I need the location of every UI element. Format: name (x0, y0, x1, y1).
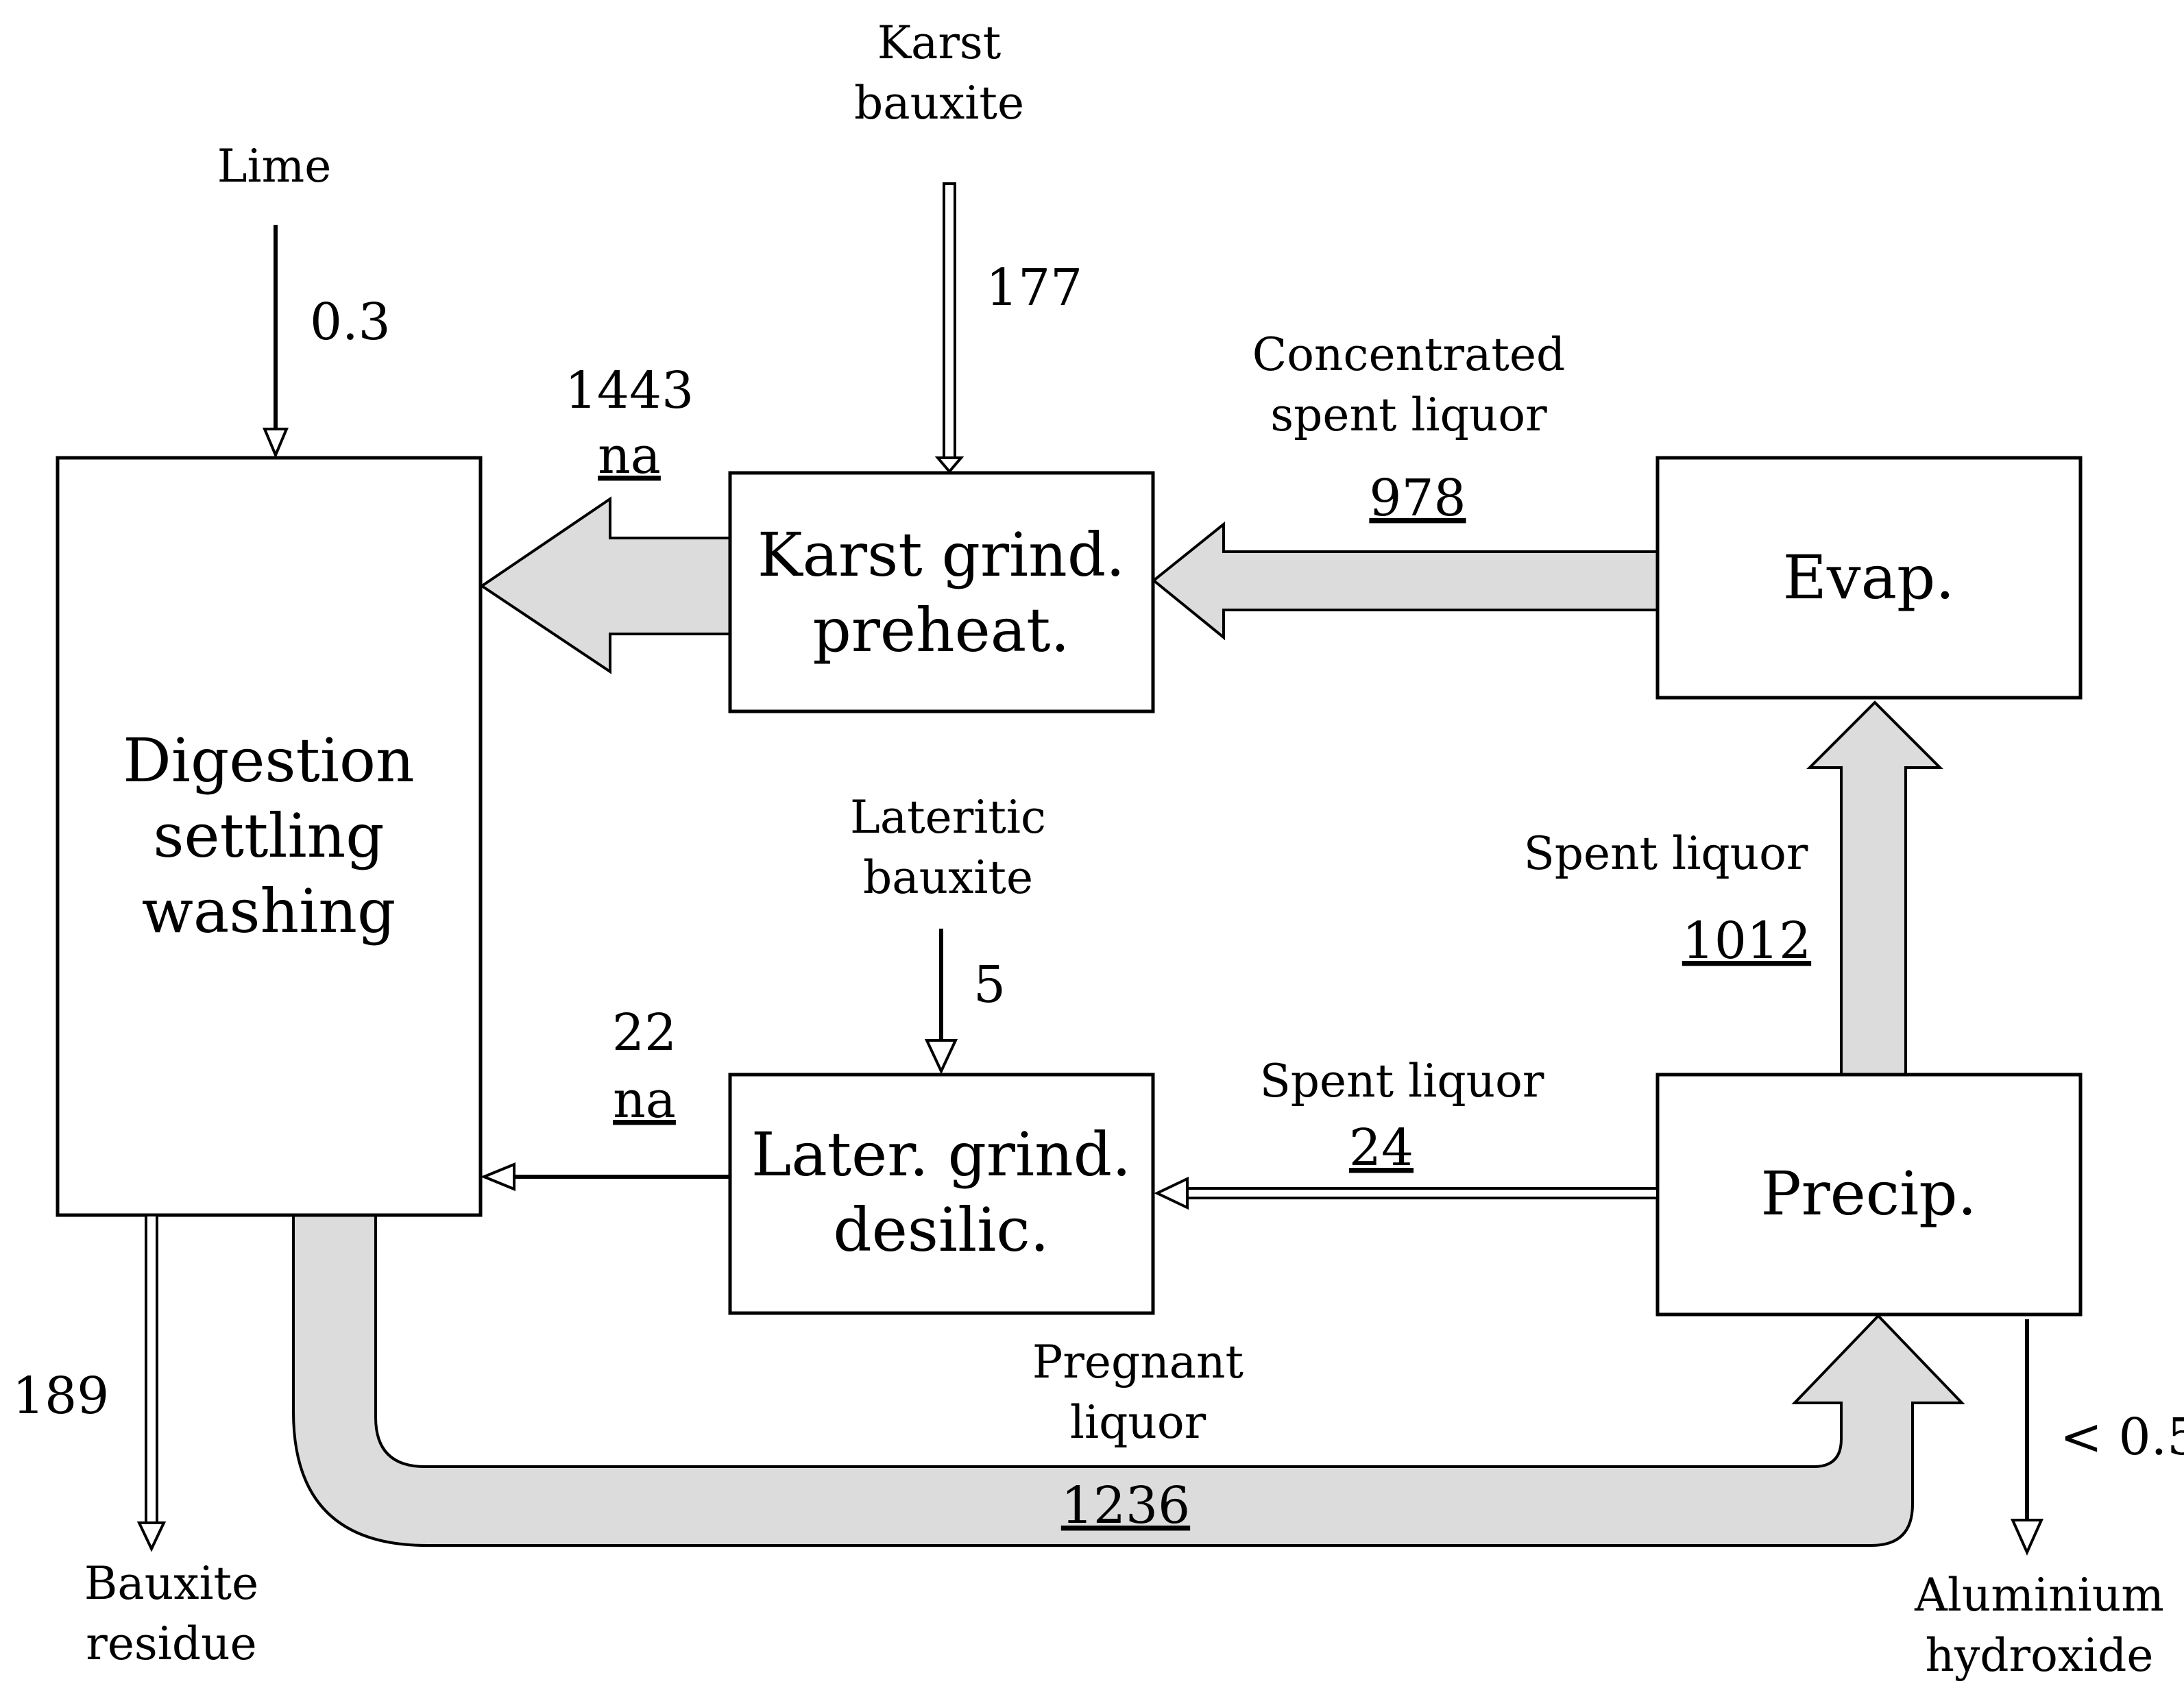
aluminium-hydroxide-label-line-1: Aluminium (1914, 1569, 2164, 1622)
spent-liquor-up-value: 1012 (1682, 912, 1811, 970)
pregnant-liquor-label-line-1: Pregnant (1032, 1336, 1243, 1389)
bauxite-residue-value: 189 (12, 1367, 109, 1426)
later-to-digestion-value: 22 (612, 1003, 677, 1062)
later-grind-label-line-1: Later. grind. (751, 1119, 1131, 1190)
karst-bauxite-label-line-2: bauxite (854, 77, 1024, 130)
concentrated-spent-liquor-flow-arrow (1151, 521, 1659, 641)
bauxite-residue-label-line-1: Bauxite (84, 1557, 258, 1610)
lime-input-arrowhead (262, 428, 289, 459)
lime-label: Lime (217, 140, 332, 193)
later-grind-label-line-2: desilic. (833, 1195, 1049, 1265)
spent-liquor-lateritic-arrowhead (1154, 1176, 1189, 1210)
concentrated-spent-liquor-value: 978 (1369, 469, 1466, 528)
lateritic-bauxite-label-line-2: bauxite (863, 851, 1033, 904)
pregnant-liquor-value: 1236 (1061, 1476, 1190, 1535)
pregnant-liquor-flow-arrow (292, 1214, 1965, 1547)
later-to-digestion-arrowhead (480, 1162, 515, 1191)
pregnant-liquor-label-line-2: liquor (1070, 1396, 1206, 1449)
aluminium-hydroxide-label-line-2: hydroxide (1926, 1629, 2154, 1682)
aluminium-hydroxide-output-arrowhead (2010, 1519, 2044, 1556)
karst-to-digestion-sub: na (598, 426, 661, 485)
later-to-digestion-sub: na (613, 1071, 676, 1129)
lateritic-bauxite-label-line-1: Lateritic (850, 791, 1046, 844)
karst-bauxite-label-line-1: Karst (877, 16, 1002, 69)
spent-liquor-lateritic-label: Spent liquor (1260, 1055, 1544, 1108)
concentrated-spent-liquor-label-line-1: Concentrated (1252, 328, 1566, 381)
evap-box (1655, 456, 2083, 700)
spent-liquor-lateritic-arrow-line (1185, 1187, 1659, 1199)
karst-to-digestion-flow-arrow (479, 496, 731, 674)
spent-liquor-up-flow-arrow (1806, 700, 1943, 1076)
aluminium-hydroxide-value: < 0.5 (2060, 1408, 2184, 1467)
lateritic-bauxite-value: 5 (973, 955, 1006, 1014)
karst-bauxite-input-arrow-line (943, 182, 956, 459)
lateritic-bauxite-input-arrowhead (924, 1039, 958, 1075)
karst-grind-box (728, 471, 1155, 713)
karst-grind-label-line-1: Karst grind. (757, 519, 1125, 590)
digestion-box (56, 456, 483, 1217)
karst-grind-label-line-2: preheat. (812, 595, 1069, 665)
spent-liquor-up-label: Spent liquor (1524, 827, 1808, 880)
karst-bauxite-value: 177 (986, 258, 1082, 317)
precip-label: Precip. (1760, 1158, 1976, 1229)
karst-to-digestion-value: 1443 (565, 361, 694, 420)
evap-label: Evap. (1783, 542, 1955, 613)
digestion-label-line-3: washing (142, 876, 396, 946)
concentrated-spent-liquor-label-line-2: spent liquor (1270, 389, 1547, 441)
bauxite-residue-output-arrowhead (136, 1521, 167, 1552)
karst-bauxite-input-arrowhead (934, 456, 964, 474)
bauxite-residue-label-line-2: residue (86, 1617, 256, 1670)
lime-value: 0.3 (310, 293, 391, 352)
digestion-label-line-2: settling (153, 800, 384, 871)
spent-liquor-lateritic-value: 24 (1349, 1118, 1413, 1177)
later-grind-box (728, 1073, 1155, 1315)
bauxite-residue-output-arrow-line (145, 1214, 158, 1525)
digestion-label-line-1: Digestion (123, 725, 414, 796)
